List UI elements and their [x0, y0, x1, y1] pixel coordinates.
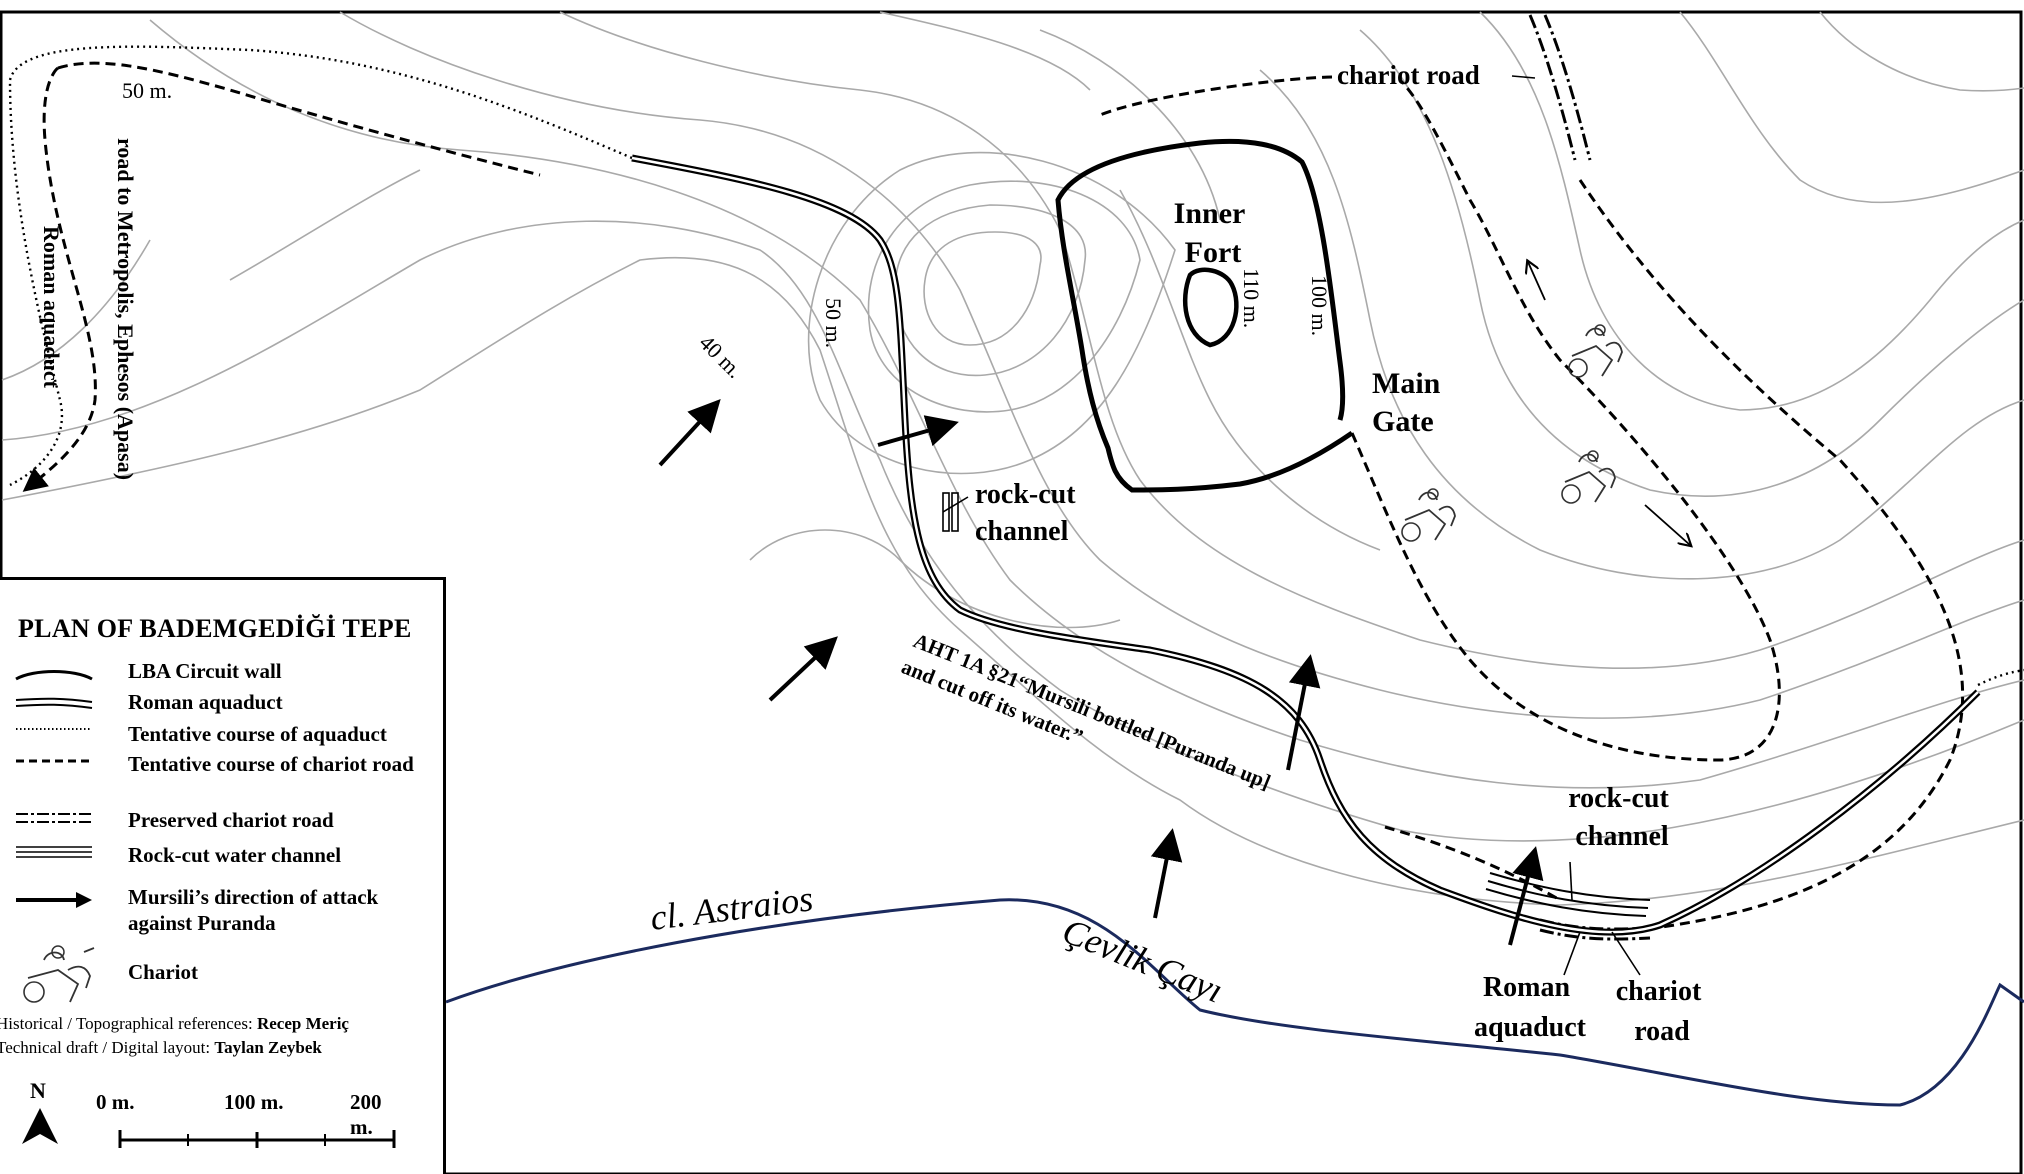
elevation-50-top: 50 m. — [122, 78, 172, 103]
chariot-icon — [1401, 488, 1456, 542]
legend-symbol-tentative-chariot — [16, 759, 92, 763]
chariot-icon — [1568, 324, 1623, 378]
tentative-chariot-road-loop — [1350, 78, 1781, 762]
legend-label-attack-arrow: Mursili’s direction of attack against Pu… — [128, 885, 379, 935]
legend-label-rock-cut-channel: Rock-cut water channel — [128, 843, 342, 867]
tentative-chariot-road-northwest — [57, 61, 541, 177]
quote-line-1: AHT 1A §21“Mursili bottled [Puranda up] — [910, 628, 1274, 794]
cevlik-cayi-label: Çevlik Çayı — [1057, 910, 1229, 1010]
credits-name-2: Taylan Zeybek — [214, 1038, 322, 1057]
legend-symbol-circuit-wall — [15, 670, 93, 681]
legend-symbol-rock-cut-channel — [16, 846, 92, 858]
legend-symbol-attack-arrow — [16, 892, 92, 908]
legend-symbol-tentative-aquaduct — [16, 728, 92, 730]
rock-cut-channel-label-south: rock-cut channel — [1568, 783, 1676, 852]
legend-label-roman-aquaduct: Roman aquaduct — [128, 690, 283, 714]
north-label: N — [30, 1078, 46, 1103]
north-arrow: N — [20, 1078, 60, 1158]
scale-label-0: 0 m. — [96, 1090, 135, 1114]
scale-label-200: 200 m. — [350, 1090, 382, 1139]
legend-symbol-roman-aquaduct — [15, 697, 93, 709]
legend-chariot-icon — [23, 945, 95, 1003]
scale-label-100: 100 m. — [224, 1090, 284, 1114]
attack-arrows — [658, 399, 1544, 946]
credits-line-1: Historical / Topographical references: R… — [0, 1014, 349, 1033]
direction-arrow-southeast — [1644, 504, 1690, 545]
leader-lines — [942, 75, 1641, 976]
elevation-40: 40 m. — [694, 330, 747, 383]
elevation-50-mid: 50 m. — [821, 298, 846, 348]
chariot-icon — [1561, 450, 1616, 504]
rock-cut-channel-west — [942, 492, 959, 532]
credits-line-2: Technical draft / Digital layout: Taylan… — [0, 1038, 322, 1057]
lba-circuit-wall — [1055, 138, 1354, 493]
legend-label-chariot: Chariot — [128, 960, 198, 984]
direction-arrow-north — [1528, 262, 1546, 301]
roman-aquaduct-label-west: Roman aquaduct — [39, 226, 64, 389]
astraios-river-label: cl. Astraios — [648, 878, 815, 938]
scale-bar: 0 m. 100 m. 200 m. — [96, 1090, 406, 1160]
north-arrow-icon — [22, 1108, 58, 1144]
legend-label-circuit-wall: LBA Circuit wall — [128, 659, 282, 683]
tentative-chariot-road-east — [1578, 179, 1965, 932]
elevation-110: 110 m. — [1239, 268, 1264, 328]
tentative-aquaduct-course — [8, 45, 633, 487]
tentative-chariot-road-south — [1384, 825, 1561, 902]
legend-label-tentative-chariot: Tentative course of chariot road — [128, 752, 414, 776]
chariot-road-label-south: chariot road — [1616, 976, 1709, 1047]
inner-fort-wall — [1182, 267, 1239, 348]
tentative-chariot-road-north — [1099, 75, 1333, 117]
legend-symbol-preserved-chariot — [16, 813, 92, 823]
contour-lines — [1, 11, 2024, 906]
tentative-aquaduct-course-east — [1977, 668, 2024, 687]
main-gate-label: Main Gate — [1372, 367, 1448, 438]
legend-label-tentative-aquaduct: Tentative course of aquaduct — [128, 722, 387, 746]
elevation-100: 100 m. — [1307, 275, 1332, 336]
chariot-road-label-north: chariot road — [1337, 60, 1480, 90]
inner-fort-label: Inner Fort — [1174, 197, 1253, 269]
cevlik-cayi-river — [445, 898, 2024, 1107]
rock-cut-channel-south — [1485, 872, 1651, 917]
road-to-metropolis-label: road to Metropolis, Ephesos (Apasa) — [113, 138, 138, 480]
roman-aquaduct-label-south: Roman aquaduct — [1474, 972, 1587, 1043]
legend-panel: PLAN OF BADEMGEDİĞİ TEPE LBA Circuit wal… — [0, 577, 446, 1174]
scale-bar-graphic — [118, 1130, 396, 1148]
legend-label-preserved-chariot: Preserved chariot road — [128, 808, 334, 832]
rock-cut-channel-label-west: rock-cut channel — [975, 479, 1083, 547]
roman-aquaduct — [631, 154, 1981, 936]
credits-name-1: Recep Meriç — [256, 1014, 349, 1033]
legend-title: PLAN OF BADEMGEDİĞİ TEPE — [18, 614, 412, 643]
